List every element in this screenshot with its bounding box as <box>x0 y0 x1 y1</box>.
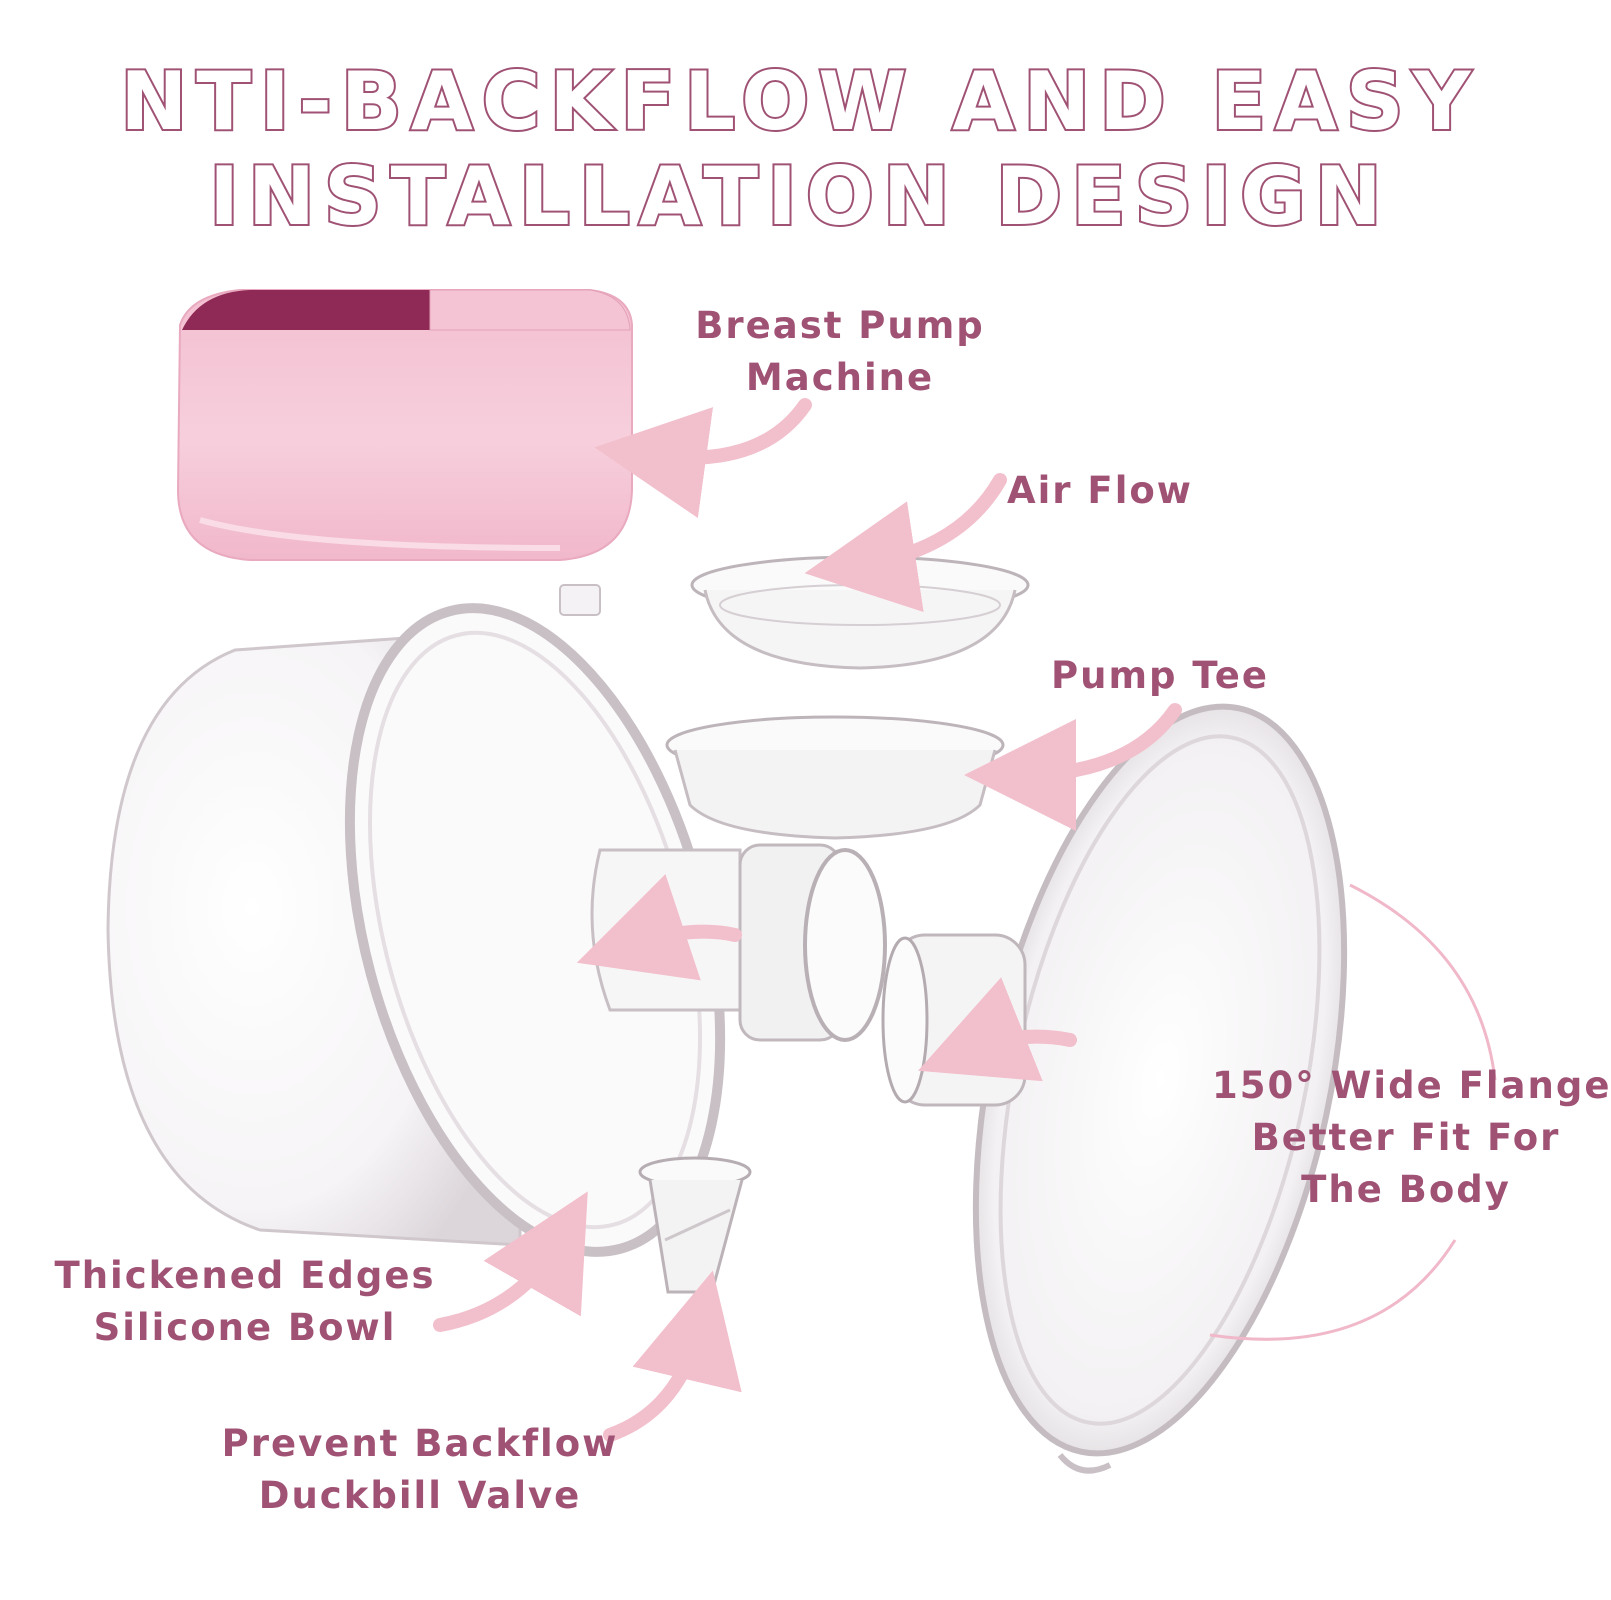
label-pump-tee: Pump Tee <box>1051 654 1269 697</box>
collection-bowl-part <box>106 584 726 1257</box>
curved-arrow-icon <box>1349 883 1497 1081</box>
page-title-line-1: NTI-BACKFLOW AND EASY <box>118 53 1480 150</box>
label-duckbill-valve: Prevent Backflow Duckbill Valve <box>221 1422 619 1517</box>
label-breast-pump-machine: Breast Pump Machine <box>695 304 985 399</box>
curved-arrow-icon <box>433 1191 588 1332</box>
curved-arrow-icon <box>804 473 1007 613</box>
label-silicone-bowl: Thickened Edges Silicone Bowl <box>54 1254 436 1349</box>
pump-machine-part <box>176 289 633 561</box>
curved-arrow-icon <box>1209 1239 1457 1341</box>
curved-arrow-icon <box>576 874 742 981</box>
curved-arrow-icon <box>917 977 1077 1082</box>
duckbill-valve-part <box>638 1156 752 1294</box>
label-wide-flange: 150° Wide Flange Better Fit For The Body <box>1212 1064 1611 1211</box>
air-flow-membrane-part <box>690 555 1030 670</box>
label-air-flow: Air Flow <box>1006 469 1193 512</box>
pump-tee-part <box>590 715 1005 1042</box>
curved-arrow-icon <box>594 398 812 519</box>
curved-arrow-icon <box>603 1270 742 1442</box>
curved-arrow-icon <box>964 703 1182 831</box>
page-title-line-2: INSTALLATION DESIGN <box>207 148 1391 245</box>
